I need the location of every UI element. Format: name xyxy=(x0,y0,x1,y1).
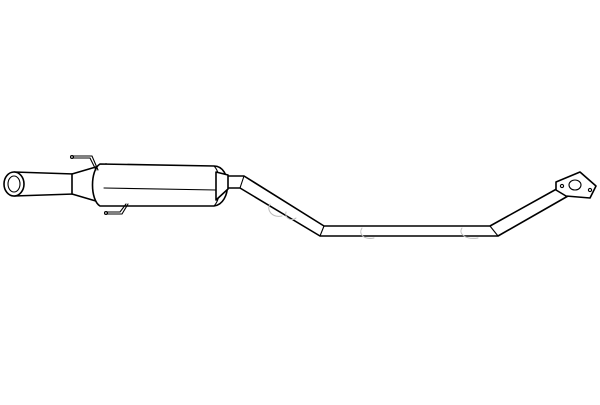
outlet-flange xyxy=(555,171,597,199)
pipe-hanger-marks xyxy=(268,203,479,239)
muffler-body xyxy=(91,163,229,207)
hanger-bracket-bottom xyxy=(103,203,129,216)
muffler-outlet-cone xyxy=(215,171,229,201)
outlet-pipe xyxy=(223,175,569,237)
hanger-bracket-top xyxy=(69,154,99,171)
inlet-pipe xyxy=(3,171,75,197)
